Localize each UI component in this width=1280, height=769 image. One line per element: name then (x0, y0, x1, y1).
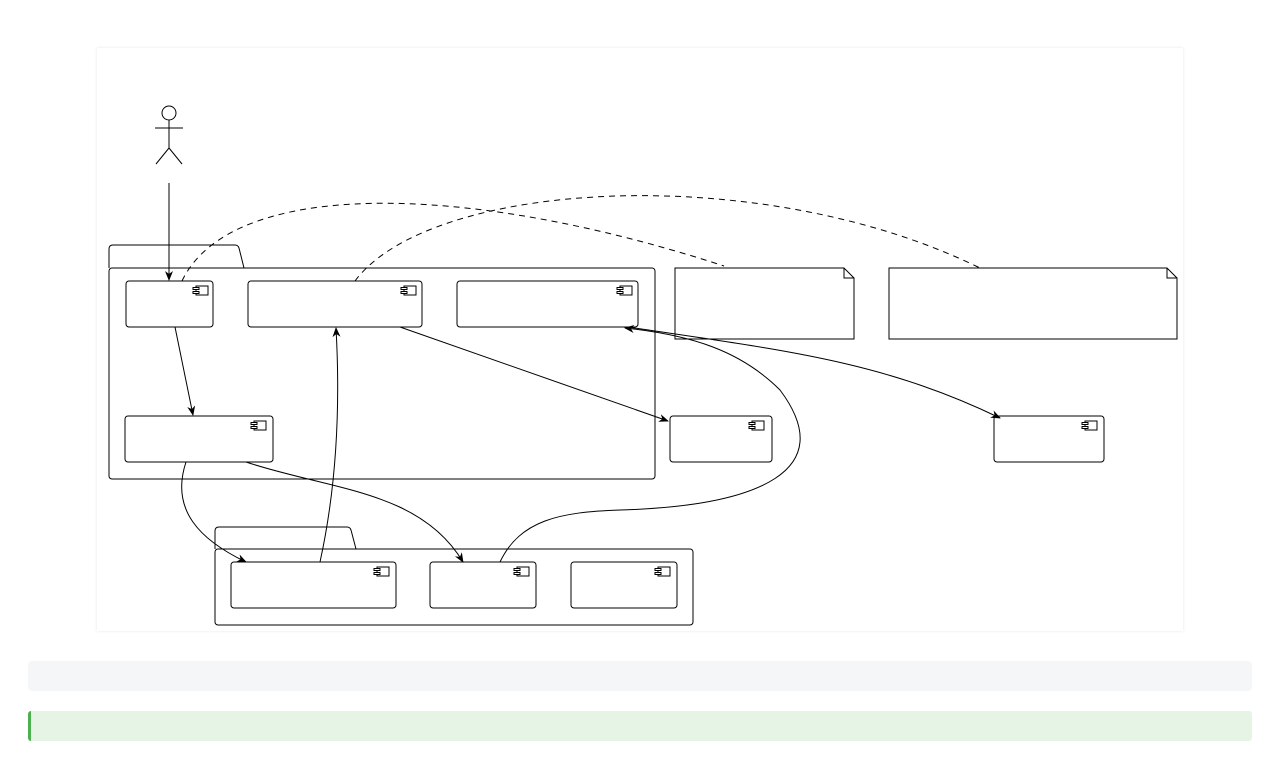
edge-component-8-to-component-3 (499, 324, 801, 563)
note-connector-2 (354, 195, 981, 282)
actor-head (161, 105, 177, 121)
component-diagram (108, 105, 1178, 626)
actor-left-leg (155, 147, 170, 165)
package-lower-tab (214, 526, 357, 550)
actor-right-leg (168, 147, 183, 165)
component-5[interactable] (669, 415, 773, 463)
component-1[interactable] (125, 280, 214, 328)
success-bar (28, 711, 1252, 741)
component-6[interactable] (993, 415, 1105, 463)
edge-component-4-to-component-8 (245, 461, 464, 563)
diagram-canvas (97, 48, 1183, 631)
component-7[interactable] (230, 561, 397, 609)
component-8[interactable] (429, 561, 537, 609)
component-2[interactable] (247, 280, 423, 328)
actor[interactable] (155, 105, 183, 165)
edge-component-1-to-component-4 (174, 326, 196, 416)
edge-component-4-to-component-7 (181, 461, 247, 563)
component-4[interactable] (124, 415, 274, 463)
note-2[interactable] (888, 267, 1178, 340)
edge-component-7-to-component-2 (319, 327, 341, 563)
note-1[interactable] (674, 267, 855, 340)
component-3[interactable] (456, 280, 639, 328)
package-upper-tab (108, 244, 245, 269)
info-bar (28, 661, 1252, 691)
note-connector-1 (181, 202, 725, 282)
component-9[interactable] (570, 561, 678, 609)
edge-component-2-to-component-5 (399, 326, 669, 422)
edge-component-3-to-component-6 (627, 326, 1001, 419)
